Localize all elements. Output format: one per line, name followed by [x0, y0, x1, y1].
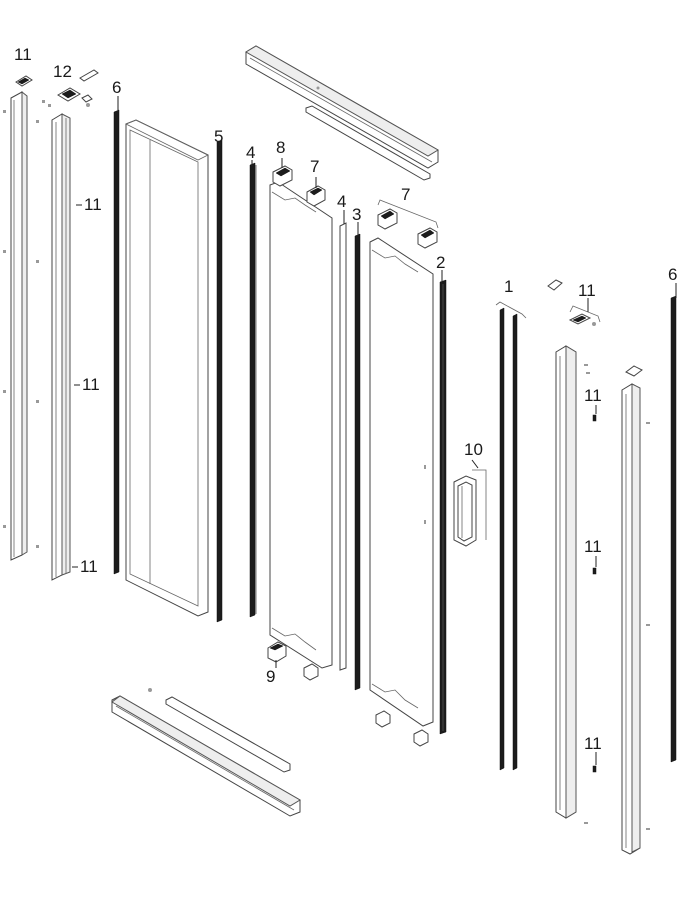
- door-handle-10: [453, 469, 487, 547]
- label-11-right-upper: 11: [584, 386, 602, 405]
- fitting-12-bracket: [57, 69, 99, 107]
- label-11-top-right: 11: [578, 281, 596, 300]
- label-11-top-left: 11: [14, 45, 32, 64]
- label-4-left: 4: [246, 143, 255, 162]
- left-wall-profile-outer: [3, 90, 39, 561]
- roller-7-pair-b: [417, 227, 438, 249]
- label-1: 1: [504, 277, 513, 296]
- leader-lines: [72, 96, 677, 765]
- label-11-right-middle: 11: [584, 537, 602, 556]
- screw-11-right-b: [592, 567, 597, 575]
- label-9: 9: [266, 667, 275, 686]
- fitting-11-top-left: [15, 75, 33, 87]
- roller-8: [272, 165, 293, 187]
- left-wall-profile-inner: [42, 100, 71, 581]
- label-7-pair: 7: [401, 185, 410, 204]
- screw-11-right-a: [592, 414, 597, 422]
- label-11-left-middle: 11: [82, 375, 100, 394]
- label-5: 5: [214, 127, 223, 146]
- label-2: 2: [436, 253, 445, 272]
- bracket-7: [377, 199, 439, 229]
- profile-3: [354, 233, 361, 691]
- seal-strip-6-right: [670, 295, 677, 763]
- label-6-left: 6: [112, 78, 121, 97]
- sliding-door-panel-middle: [269, 181, 333, 669]
- bottom-rail: [111, 688, 301, 817]
- right-wall-profile-outer: [621, 365, 650, 855]
- seal-strip-6-left: [113, 109, 120, 575]
- label-3: 3: [352, 205, 361, 224]
- top-rail: [245, 45, 439, 181]
- label-4-right: 4: [337, 192, 346, 211]
- roller-9: [267, 641, 287, 663]
- label-6-right: 6: [668, 265, 677, 284]
- screw-11-right-c: [592, 765, 597, 773]
- seal-2: [439, 279, 447, 735]
- label-11-left-lower: 11: [80, 557, 98, 576]
- label-7-first: 7: [310, 157, 319, 176]
- slide-pads-right: [375, 710, 429, 747]
- seals-1: [495, 301, 527, 771]
- profile-4-left: [249, 162, 257, 618]
- label-11-right-lower: 11: [584, 734, 602, 753]
- roller-7-pair-a: [377, 208, 398, 230]
- right-wall-profile-inner: [555, 345, 590, 824]
- label-8: 8: [276, 138, 285, 157]
- label-12: 12: [53, 62, 72, 81]
- roller-7-first: [306, 185, 326, 207]
- fixed-glass-panel-left: [125, 119, 209, 617]
- fitting-11-top-right: [547, 279, 601, 326]
- label-10: 10: [464, 440, 483, 459]
- profile-5: [216, 139, 223, 623]
- label-11-left-upper: 11: [84, 195, 102, 214]
- slide-pad-middle: [303, 663, 319, 681]
- profile-4-right: [339, 222, 347, 671]
- sliding-door-panel-right: [369, 237, 434, 727]
